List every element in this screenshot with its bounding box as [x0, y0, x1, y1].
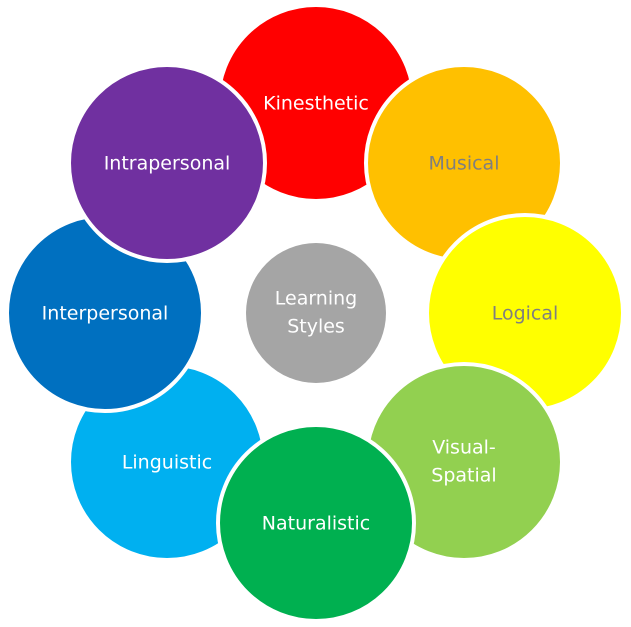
node-interpersonal: Interpersonal [5, 213, 205, 413]
label-visual-spatial-2: Spatial [431, 465, 496, 487]
center-label-line2: Styles [287, 316, 345, 338]
node-intrapersonal: Intrapersonal [67, 63, 267, 263]
label-visual-spatial-1: Visual- [432, 437, 496, 459]
node-musical: Musical [364, 63, 564, 263]
node-linguistic: Linguistic [67, 362, 267, 562]
label-interpersonal: Interpersonal [42, 303, 169, 325]
center-label-line1: Learning [275, 288, 358, 310]
node-naturalistic: Naturalistic [216, 423, 416, 623]
label-naturalistic: Naturalistic [262, 513, 370, 535]
label-linguistic: Linguistic [122, 452, 212, 474]
circle-learning-styles [246, 243, 386, 383]
label-intrapersonal: Intrapersonal [104, 153, 231, 175]
circle-naturalistic [216, 423, 416, 623]
label-kinesthetic: Kinesthetic [263, 93, 369, 115]
node-center: Learning Styles [246, 243, 386, 383]
label-logical: Logical [492, 303, 559, 325]
label-musical: Musical [429, 153, 500, 175]
circle-intrapersonal [67, 63, 267, 263]
